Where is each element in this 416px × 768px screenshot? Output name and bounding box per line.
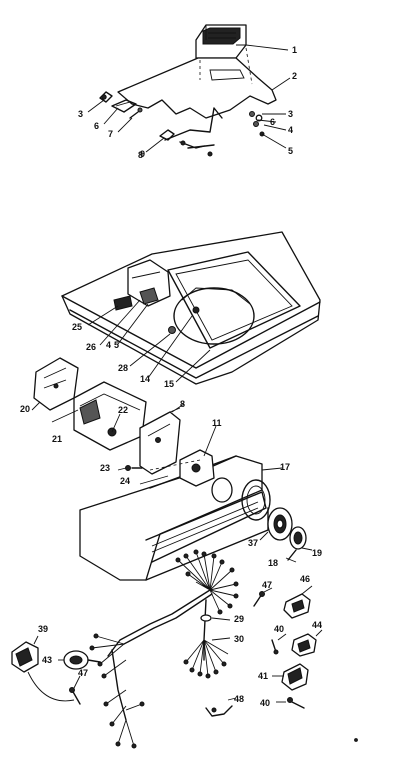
callout-43: 43 [42,655,52,665]
callout-1: 1 [292,45,297,55]
callout-30: 30 [234,634,244,644]
callout-48: 48 [234,694,244,704]
harness-top-fan [175,549,239,615]
callout-8-bracket: 8 [180,399,185,409]
callout-4-tub: 4 [106,340,111,350]
callout-25: 25 [72,322,82,332]
callout-39: 39 [38,624,48,634]
callout-41: 41 [258,671,268,681]
callout-4: 4 [288,125,293,135]
switch-parts [31,357,147,451]
callout-17: 17 [280,462,290,472]
callout-47: 47 [262,580,272,590]
left-bottom-parts [11,635,101,705]
control-panel-assembly [79,403,283,581]
callout-3-left: 3 [78,109,83,119]
callout-40: 40 [274,624,284,634]
stray-mark [354,738,358,742]
callout-8: 8 [138,150,143,160]
callout-20: 20 [20,404,30,414]
callout-29: 29 [234,614,244,624]
callout-19: 19 [312,548,322,558]
callout-44: 44 [312,620,322,630]
harness-left-branches [89,633,145,749]
callout-18: 18 [268,558,278,568]
tub-top-assembly [61,231,321,385]
top-bracket-assembly [87,24,291,157]
callout-labels: 1 2 3 4 5 6 3 6 7 8 9 25 26 4 5 28 14 15… [20,45,322,708]
callout-40-lower: 40 [260,698,270,708]
harness-lower-fan [183,637,231,679]
callout-5-tub: 5 [114,340,119,350]
callout-21: 21 [52,434,62,444]
callout-5: 5 [288,146,293,156]
callout-23: 23 [100,463,110,473]
callout-11: 11 [212,418,222,428]
callout-24: 24 [120,476,130,486]
callout-9: 9 [140,149,145,159]
callout-3: 3 [288,109,293,119]
callout-28: 28 [118,363,128,373]
wiring-harness [89,549,239,749]
callout-37: 37 [248,538,258,548]
knobs [259,507,313,563]
callout-26: 26 [86,342,96,352]
part-mounting-plate [117,47,277,119]
callout-7: 7 [108,129,113,139]
callout-47-left: 47 [78,668,88,678]
callout-15: 15 [164,379,174,389]
callout-2: 2 [292,71,297,81]
callout-46: 46 [300,574,310,584]
right-small-parts [205,585,323,717]
callout-6: 6 [270,117,275,127]
callout-14: 14 [140,374,150,384]
part-latch-housing [195,24,247,59]
callout-6-left: 6 [94,121,99,131]
callout-22: 22 [118,405,128,415]
